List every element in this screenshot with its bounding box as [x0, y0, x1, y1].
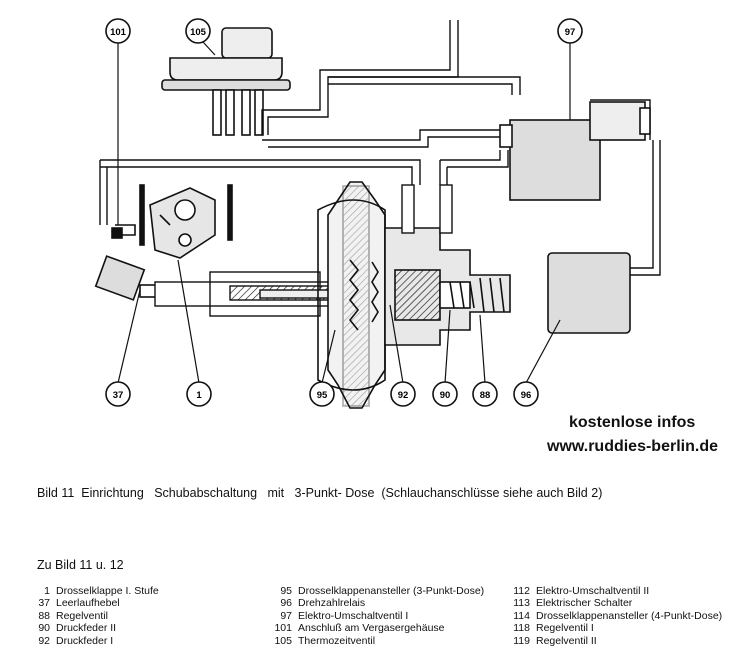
- legend-number: 97: [280, 609, 292, 622]
- legend-item: 95 Drosselklappenansteller (3-Punkt-Dose): [255, 585, 484, 597]
- legend-item: 114 Drosselklappenansteller (4-Punkt-Dose…: [490, 610, 722, 622]
- legend-item: 1 Drosselklappe I. Stufe: [18, 585, 159, 597]
- legend-text: Thermozeitventil: [298, 634, 376, 647]
- legend-number: 114: [513, 609, 530, 622]
- legend-text: Drosselklappenansteller (4-Punkt-Dose): [536, 609, 723, 622]
- legend-number: 95: [280, 585, 292, 597]
- callout-95: 95: [309, 381, 335, 407]
- legend-text: Regelventil: [56, 609, 108, 622]
- legend-column-2: 95 Drosselklappenansteller (3-Punkt-Dose)…: [255, 585, 484, 647]
- svg-text:105: 105: [190, 27, 207, 38]
- legend-title: Zu Bild 11 u. 12: [37, 558, 124, 572]
- legend-text: Drosselklappenansteller (3-Punkt-Dose): [298, 585, 485, 597]
- callout-90: 90: [432, 381, 458, 407]
- callout-97: 97: [557, 18, 583, 44]
- legend-item: 101 Anschluß am Vergasergehäuse: [255, 622, 484, 634]
- legend-text: Elektro-Umschaltventil II: [536, 585, 650, 597]
- schematic-diagram: 101 105 97 37 1 95 92 90 88 96: [94, 18, 661, 409]
- legend-item: 113 Elektrischer Schalter: [490, 597, 722, 609]
- svg-text:96: 96: [521, 390, 532, 401]
- callout-105: 105: [185, 18, 211, 44]
- callout-1: 1: [186, 381, 212, 407]
- hose-fittings: [401, 184, 453, 234]
- legend-item: 96 Drehzahlrelais: [255, 597, 484, 609]
- legend-number: 118: [513, 622, 530, 635]
- figure-caption: Bild 11 Einrichtung Schubabschaltung mit…: [37, 486, 603, 500]
- callout-96: 96: [513, 381, 539, 407]
- legend-text: Druckfeder I: [56, 634, 114, 647]
- legend-item: 37 Leerlaufhebel: [18, 597, 159, 609]
- watermark-url[interactable]: www.ruddies-berlin.de: [547, 438, 718, 455]
- legend-number: 112: [513, 585, 530, 597]
- throttle-linkage: [111, 184, 233, 259]
- watermark-line-1: kostenlose infos: [569, 414, 696, 431]
- legend-item: 97 Elektro-Umschaltventil I: [255, 610, 484, 622]
- callout-88: 88: [472, 381, 498, 407]
- legend-item: 119 Regelventil II: [490, 635, 722, 647]
- speed-relay-96: [547, 252, 631, 334]
- legend-text: Regelventil II: [536, 634, 597, 647]
- svg-text:90: 90: [440, 390, 451, 401]
- callout-markers: 101 105 97 37 1 95 92 90 88 96: [105, 18, 583, 407]
- legend-text: Druckfeder II: [56, 622, 117, 635]
- svg-text:101: 101: [110, 27, 127, 38]
- legend-number: 96: [280, 597, 292, 610]
- legend-item: 88 Regelventil: [18, 610, 159, 622]
- idle-lever-37: [94, 255, 163, 301]
- svg-text:92: 92: [398, 390, 409, 401]
- svg-text:1: 1: [196, 390, 202, 401]
- throttle-actuator-95: [317, 181, 511, 409]
- legend-number: 88: [38, 609, 50, 622]
- thermo-time-valve-105: [161, 27, 291, 136]
- legend-number: 37: [38, 597, 50, 610]
- legend-text: Elektro-Umschaltventil I: [298, 609, 409, 622]
- solenoid-valve-97: [499, 101, 651, 201]
- svg-text:88: 88: [480, 390, 491, 401]
- legend-number: 119: [513, 634, 530, 647]
- legend-number: 90: [38, 622, 50, 635]
- legend-text: Anschluß am Vergasergehäuse: [298, 622, 445, 635]
- svg-text:95: 95: [317, 390, 328, 401]
- callout-101: 101: [105, 18, 131, 44]
- legend-text: Elektrischer Schalter: [536, 597, 633, 610]
- legend-item: 118 Regelventil I: [490, 622, 722, 634]
- legend-item: 92 Druckfeder I: [18, 635, 159, 647]
- legend-text: Drehzahlrelais: [298, 597, 366, 610]
- legend-text: Drosselklappe I. Stufe: [56, 585, 159, 597]
- legend-column-3: 112 Elektro-Umschaltventil II 113 Elektris…: [490, 585, 722, 647]
- legend-number: 113: [513, 597, 530, 610]
- legend-number: 101: [274, 622, 292, 635]
- legend-number: 92: [38, 634, 50, 647]
- legend-item: 105 Thermozeitventil: [255, 635, 484, 647]
- legend-text: Leerlaufhebel: [56, 597, 120, 610]
- legend-text: Regelventil I: [536, 622, 594, 635]
- legend-number: 1: [44, 585, 50, 597]
- callout-leaders: [117, 41, 571, 384]
- legend-item: 90 Druckfeder II: [18, 622, 159, 634]
- springs: [348, 259, 505, 331]
- svg-text:97: 97: [565, 27, 576, 38]
- callout-92: 92: [390, 381, 416, 407]
- svg-text:37: 37: [113, 390, 124, 401]
- legend-item: 112 Elektro-Umschaltventil II: [490, 585, 722, 597]
- callout-37: 37: [105, 381, 131, 407]
- legend-number: 105: [274, 634, 292, 647]
